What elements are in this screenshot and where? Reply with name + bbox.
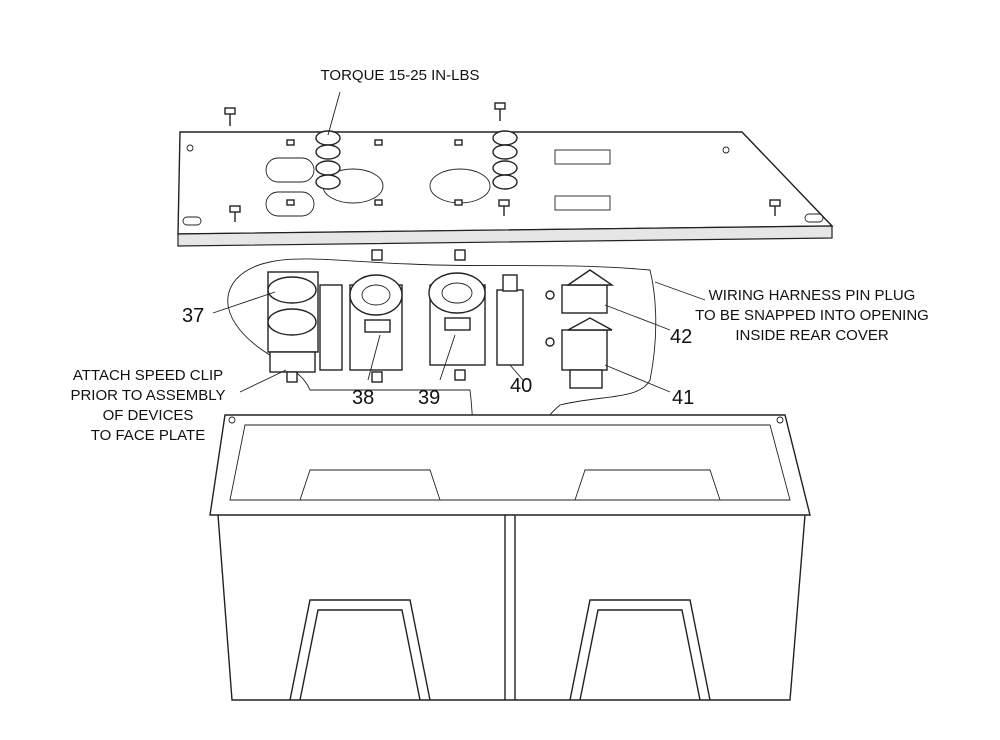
face-plate bbox=[177, 102, 834, 247]
svg-text:PRIOR TO ASSEMBLY: PRIOR TO ASSEMBLY bbox=[70, 387, 225, 404]
callout-40: 40 bbox=[510, 375, 532, 397]
twist-lock-receptacle-38 bbox=[349, 249, 403, 383]
callout-38: 38 bbox=[352, 387, 374, 409]
switch-42 bbox=[545, 269, 615, 314]
callout-37: 37 bbox=[182, 305, 204, 327]
torque-note: TORQUE 15-25 IN-LBS bbox=[321, 67, 480, 84]
callout-41: 41 bbox=[672, 387, 694, 409]
twist-lock-receptacle-39 bbox=[428, 249, 486, 381]
svg-text:INSIDE REAR COVER: INSIDE REAR COVER bbox=[735, 327, 889, 344]
svg-text:ATTACH SPEED CLIP: ATTACH SPEED CLIP bbox=[73, 367, 223, 384]
harness-note: WIRING HARNESS PIN PLUG TO BE SNAPPED IN… bbox=[695, 287, 929, 344]
leader-lines bbox=[212, 91, 706, 393]
switch-41 bbox=[545, 317, 613, 389]
rear-cover-tray bbox=[209, 414, 811, 701]
circuit-breaker-40 bbox=[496, 274, 524, 366]
callout-39: 39 bbox=[418, 387, 440, 409]
callout-42: 42 bbox=[670, 326, 692, 348]
svg-text:WIRING HARNESS PIN PLUG: WIRING HARNESS PIN PLUG bbox=[709, 287, 916, 304]
duplex-receptacle-37 bbox=[267, 271, 343, 383]
svg-text:TO FACE PLATE: TO FACE PLATE bbox=[91, 427, 205, 444]
svg-text:OF DEVICES: OF DEVICES bbox=[103, 407, 194, 424]
speed-clip-note: ATTACH SPEED CLIP PRIOR TO ASSEMBLY OF D… bbox=[70, 367, 225, 444]
svg-text:TO BE SNAPPED INTO OPENING: TO BE SNAPPED INTO OPENING bbox=[695, 307, 929, 324]
